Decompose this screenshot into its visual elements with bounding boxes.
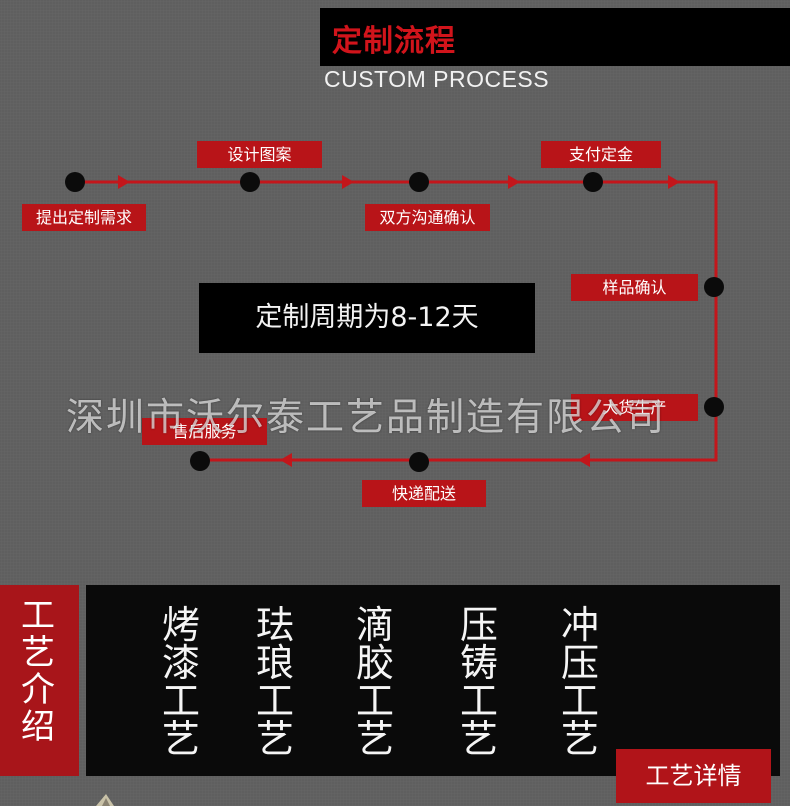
craft-item-enamel[interactable]: 珐 琅 工 艺 bbox=[252, 606, 298, 758]
craft-char: 艺 bbox=[161, 717, 200, 761]
arrow-right-icon bbox=[118, 175, 130, 189]
cycle-info-box: 定制周期为8-12天 bbox=[199, 283, 535, 353]
craft-item-die-casting[interactable]: 压 铸 工 艺 bbox=[456, 606, 502, 758]
craft-title-char: 绍 bbox=[21, 707, 55, 747]
craft-char: 滴 bbox=[355, 603, 394, 647]
flow-node bbox=[65, 172, 85, 192]
craft-char: 烤 bbox=[161, 603, 200, 647]
craft-char: 工 bbox=[161, 679, 200, 723]
craft-char: 工 bbox=[355, 679, 394, 723]
craft-char: 压 bbox=[560, 641, 599, 685]
arrow-left-icon bbox=[280, 453, 292, 467]
step-label-confirm: 双方沟通确认 bbox=[365, 204, 490, 231]
craft-char: 压 bbox=[459, 603, 498, 647]
craft-char: 工 bbox=[255, 679, 294, 723]
craft-char: 琅 bbox=[255, 641, 294, 685]
craft-item-baking-paint[interactable]: 烤 漆 工 艺 bbox=[158, 606, 204, 758]
craft-char: 漆 bbox=[161, 641, 200, 685]
craft-char: 艺 bbox=[355, 717, 394, 761]
flow-node bbox=[583, 172, 603, 192]
craft-char: 珐 bbox=[255, 603, 294, 647]
company-watermark: 深圳市沃尔泰工艺品制造有限公司 bbox=[66, 395, 667, 439]
craft-char: 艺 bbox=[255, 717, 294, 761]
craft-char: 工 bbox=[560, 679, 599, 723]
craft-section-title: 工 艺 介 绍 bbox=[18, 598, 58, 746]
step-label-request: 提出定制需求 bbox=[22, 204, 146, 231]
flow-node bbox=[409, 172, 429, 192]
step-label-aftersales: 售后服务 bbox=[142, 418, 267, 445]
page-title: 定制流程 bbox=[332, 24, 456, 59]
step-label-sample: 样品确认 bbox=[571, 274, 698, 301]
flow-node bbox=[704, 277, 724, 297]
craft-char: 艺 bbox=[560, 717, 599, 761]
craft-title-char: 介 bbox=[21, 670, 55, 710]
arrow-left-icon bbox=[578, 453, 590, 467]
step-label-delivery: 快递配送 bbox=[362, 480, 486, 507]
flow-node bbox=[240, 172, 260, 192]
craft-char: 工 bbox=[459, 679, 498, 723]
craft-details-button[interactable]: 工艺详情 bbox=[616, 749, 771, 803]
craft-char: 铸 bbox=[459, 641, 498, 685]
page-subtitle: CUSTOM PROCESS bbox=[324, 66, 550, 92]
craft-title-char: 艺 bbox=[21, 633, 55, 673]
craft-list-panel bbox=[86, 585, 780, 776]
craft-item-stamping[interactable]: 冲 压 工 艺 bbox=[557, 606, 603, 758]
flow-arrows bbox=[118, 175, 680, 467]
craft-char: 艺 bbox=[459, 717, 498, 761]
flow-line bbox=[75, 180, 718, 462]
step-label-design: 设计图案 bbox=[197, 141, 322, 168]
arrow-right-icon bbox=[342, 175, 354, 189]
craft-item-epoxy[interactable]: 滴 胶 工 艺 bbox=[352, 606, 398, 758]
step-label-deposit: 支付定金 bbox=[541, 141, 661, 168]
pen-tip-icon bbox=[96, 794, 114, 806]
title-banner bbox=[320, 8, 790, 66]
arrow-right-icon bbox=[508, 175, 520, 189]
flow-node bbox=[409, 452, 429, 472]
craft-char: 冲 bbox=[560, 603, 599, 647]
arrow-right-icon bbox=[668, 175, 680, 189]
flow-nodes bbox=[65, 172, 724, 472]
craft-char: 胶 bbox=[355, 641, 394, 685]
craft-title-char: 工 bbox=[21, 596, 55, 636]
flow-node bbox=[704, 397, 724, 417]
step-label-production: 大货生产 bbox=[571, 394, 698, 421]
craft-section-tab bbox=[0, 585, 79, 776]
flow-node bbox=[190, 451, 210, 471]
